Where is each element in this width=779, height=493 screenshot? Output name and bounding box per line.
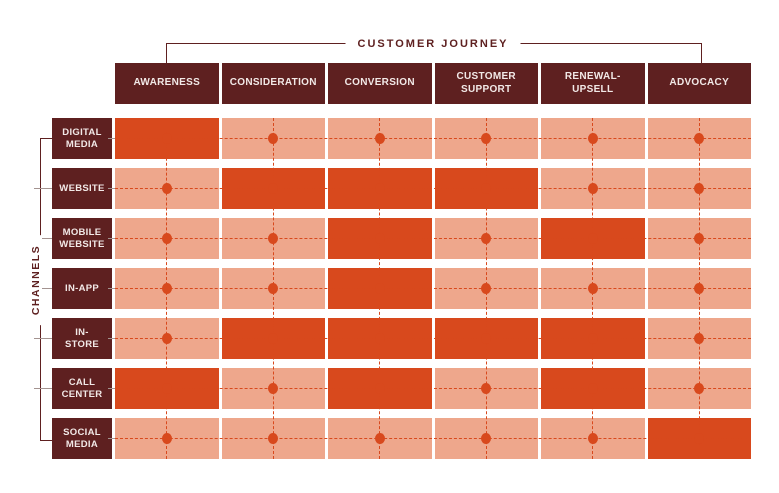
row-label-0: DIGITAL MEDIA xyxy=(52,118,112,159)
connector-dot xyxy=(161,283,172,294)
connector-dot xyxy=(374,283,385,294)
connector-dot xyxy=(694,233,705,244)
connector-dot xyxy=(481,133,492,144)
channels-bracket-tick xyxy=(34,188,52,189)
row-label-6: SOCIAL MEDIA xyxy=(52,418,112,459)
connector-dot xyxy=(587,183,598,194)
channels-bracket-tick xyxy=(34,288,52,289)
row-label-2: MOBILE WEBSITE xyxy=(52,218,112,259)
connector-dot xyxy=(694,183,705,194)
connector-dot xyxy=(161,433,172,444)
column-header-4: RENEWAL- UPSELL xyxy=(541,63,645,104)
column-header-3: CUSTOMER SUPPORT xyxy=(434,63,538,104)
connector-dot xyxy=(694,383,705,394)
column-header-1: CONSIDERATION xyxy=(221,63,325,104)
connector-dot xyxy=(694,133,705,144)
column-header-2: CONVERSION xyxy=(328,63,432,104)
connector-dot xyxy=(268,333,279,344)
connector-dot xyxy=(374,183,385,194)
connector-dot xyxy=(161,133,172,144)
label-grid-tick xyxy=(108,188,116,189)
row-label-3: IN-APP xyxy=(52,268,112,309)
connector-dot xyxy=(268,133,279,144)
connector-dot xyxy=(587,283,598,294)
connector-dot xyxy=(161,383,172,394)
connector-dot xyxy=(374,433,385,444)
connector-dot xyxy=(587,233,598,244)
connector-dot xyxy=(481,233,492,244)
connector-dot xyxy=(587,133,598,144)
row-label-5: CALL CENTER xyxy=(52,368,112,409)
label-grid-tick xyxy=(108,338,116,339)
row-connector-line xyxy=(115,288,751,289)
connector-dot xyxy=(268,433,279,444)
row-connector-line xyxy=(115,188,751,189)
connector-dot xyxy=(481,333,492,344)
connector-dot xyxy=(268,383,279,394)
connector-dot xyxy=(374,383,385,394)
connector-dot xyxy=(587,433,598,444)
connector-dot xyxy=(161,233,172,244)
connector-dot xyxy=(481,433,492,444)
journey-title: CUSTOMER JOURNEY xyxy=(345,38,521,50)
connector-dot xyxy=(268,233,279,244)
row-label-4: IN- STORE xyxy=(52,318,112,359)
label-grid-tick xyxy=(108,288,116,289)
label-grid-tick xyxy=(108,438,116,439)
connector-dot xyxy=(694,333,705,344)
label-grid-tick xyxy=(108,138,116,139)
connector-dot xyxy=(694,433,705,444)
row-label-1: WEBSITE xyxy=(52,168,112,209)
channels-bracket-tick xyxy=(34,388,52,389)
connector-dot xyxy=(161,183,172,194)
connector-dot xyxy=(587,333,598,344)
connector-dot xyxy=(481,183,492,194)
channels-bracket-tick xyxy=(34,238,52,239)
channels-title: CHANNELS xyxy=(30,234,42,326)
row-connector-line xyxy=(115,388,751,389)
connector-dot xyxy=(374,233,385,244)
channels-bracket-tick xyxy=(34,338,52,339)
connector-dot xyxy=(481,383,492,394)
connector-dot xyxy=(374,133,385,144)
column-header-0: AWARENESS xyxy=(115,63,219,104)
row-connector-line xyxy=(115,238,751,239)
label-grid-tick xyxy=(108,388,116,389)
connector-dot xyxy=(161,333,172,344)
row-connector-line xyxy=(115,338,751,339)
connector-dot xyxy=(374,333,385,344)
label-grid-tick xyxy=(108,238,116,239)
connector-dot xyxy=(481,283,492,294)
row-connector-line xyxy=(115,138,751,139)
connector-dot xyxy=(694,283,705,294)
connector-dot xyxy=(587,383,598,394)
connector-dot xyxy=(268,183,279,194)
column-header-5: ADVOCACY xyxy=(647,63,751,104)
connector-dot xyxy=(268,283,279,294)
row-connector-line xyxy=(115,438,751,439)
